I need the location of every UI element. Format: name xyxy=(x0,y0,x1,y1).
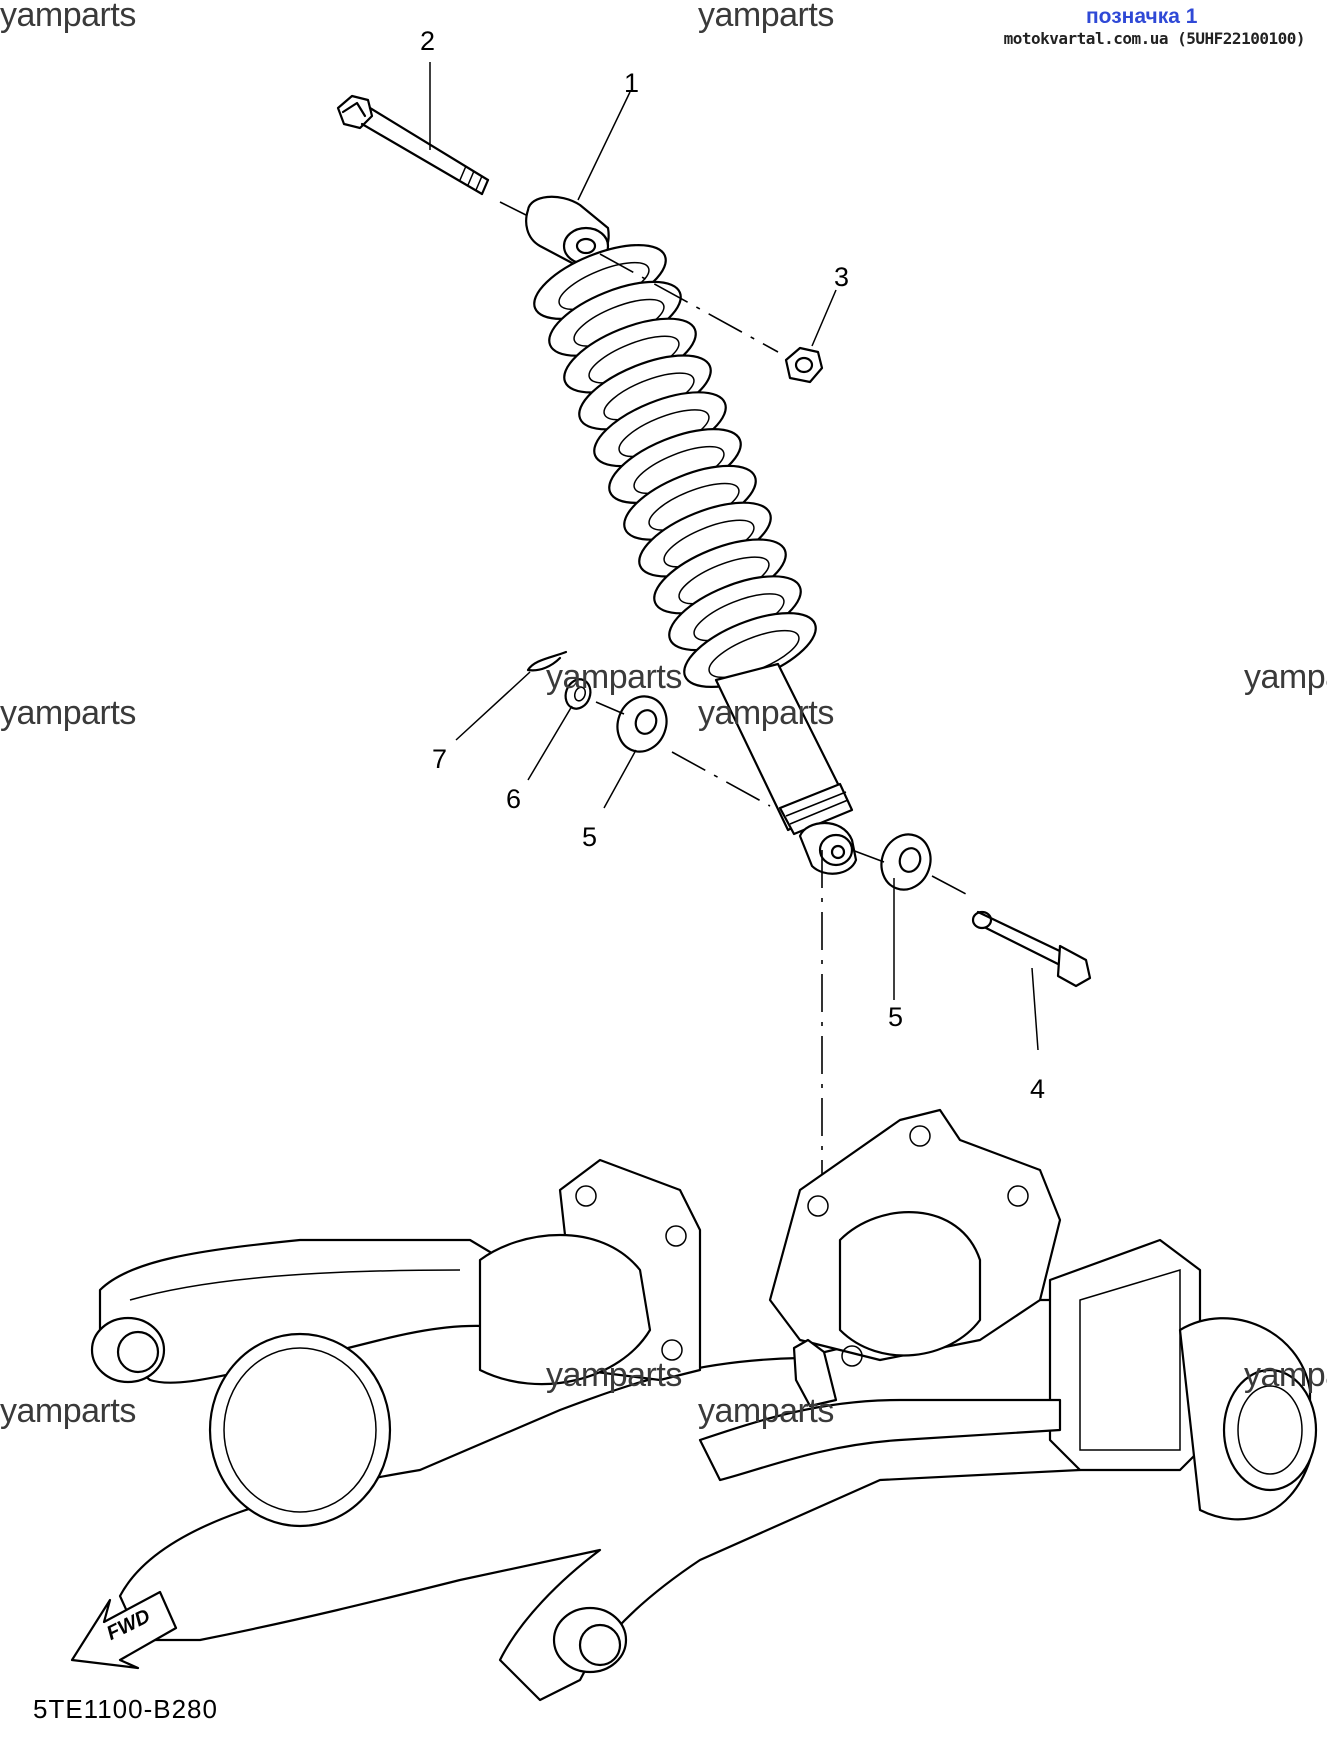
watermark: yamparts xyxy=(1244,1356,1327,1394)
bolt-axis-line-top xyxy=(599,253,779,353)
part-2-bolt xyxy=(336,94,533,219)
callout-5-lower: 5 xyxy=(888,1002,904,1032)
watermark: yamparts xyxy=(0,1392,136,1430)
part-5-collar-lower xyxy=(880,833,932,891)
diagram-code: 5TE1100-B280 xyxy=(33,1694,218,1724)
watermark: yamparts xyxy=(0,694,136,732)
part-4-pin-bolt xyxy=(971,910,1092,988)
part-5-collar-upper xyxy=(616,695,668,753)
callout-2: 2 xyxy=(420,26,436,56)
fwd-arrow-icon xyxy=(70,1590,178,1670)
part-6-washer xyxy=(564,678,592,710)
part-7-cotter-pin xyxy=(526,650,568,672)
watermark: yamparts xyxy=(698,694,834,732)
source-caption: motokvartal.com.ua (5UHF22100100) xyxy=(1003,29,1306,48)
bolt-axis-line-lower-left xyxy=(595,701,771,807)
callout-3: 3 xyxy=(834,262,850,292)
watermark: yamparts xyxy=(0,0,136,34)
watermark: yamparts xyxy=(1244,658,1327,696)
callout-leader-lines xyxy=(429,62,1039,1051)
watermark: yamparts xyxy=(546,658,682,696)
callout-6: 6 xyxy=(506,784,522,814)
bolt-axis-line-lower-right xyxy=(851,849,967,895)
callout-5-upper: 5 xyxy=(582,822,598,852)
watermark: yamparts xyxy=(698,1392,834,1430)
watermark: yamparts xyxy=(546,1356,682,1394)
watermark: yamparts xyxy=(698,0,834,34)
callout-1: 1 xyxy=(624,68,640,98)
callout-4: 4 xyxy=(1030,1074,1046,1104)
part-3-nut xyxy=(784,346,824,384)
part-1-shock-absorber xyxy=(525,195,858,875)
bookmark-link[interactable]: позначка 1 xyxy=(1086,5,1198,28)
rear-arm-assembly xyxy=(90,1108,1318,1702)
callout-7: 7 xyxy=(432,744,448,774)
